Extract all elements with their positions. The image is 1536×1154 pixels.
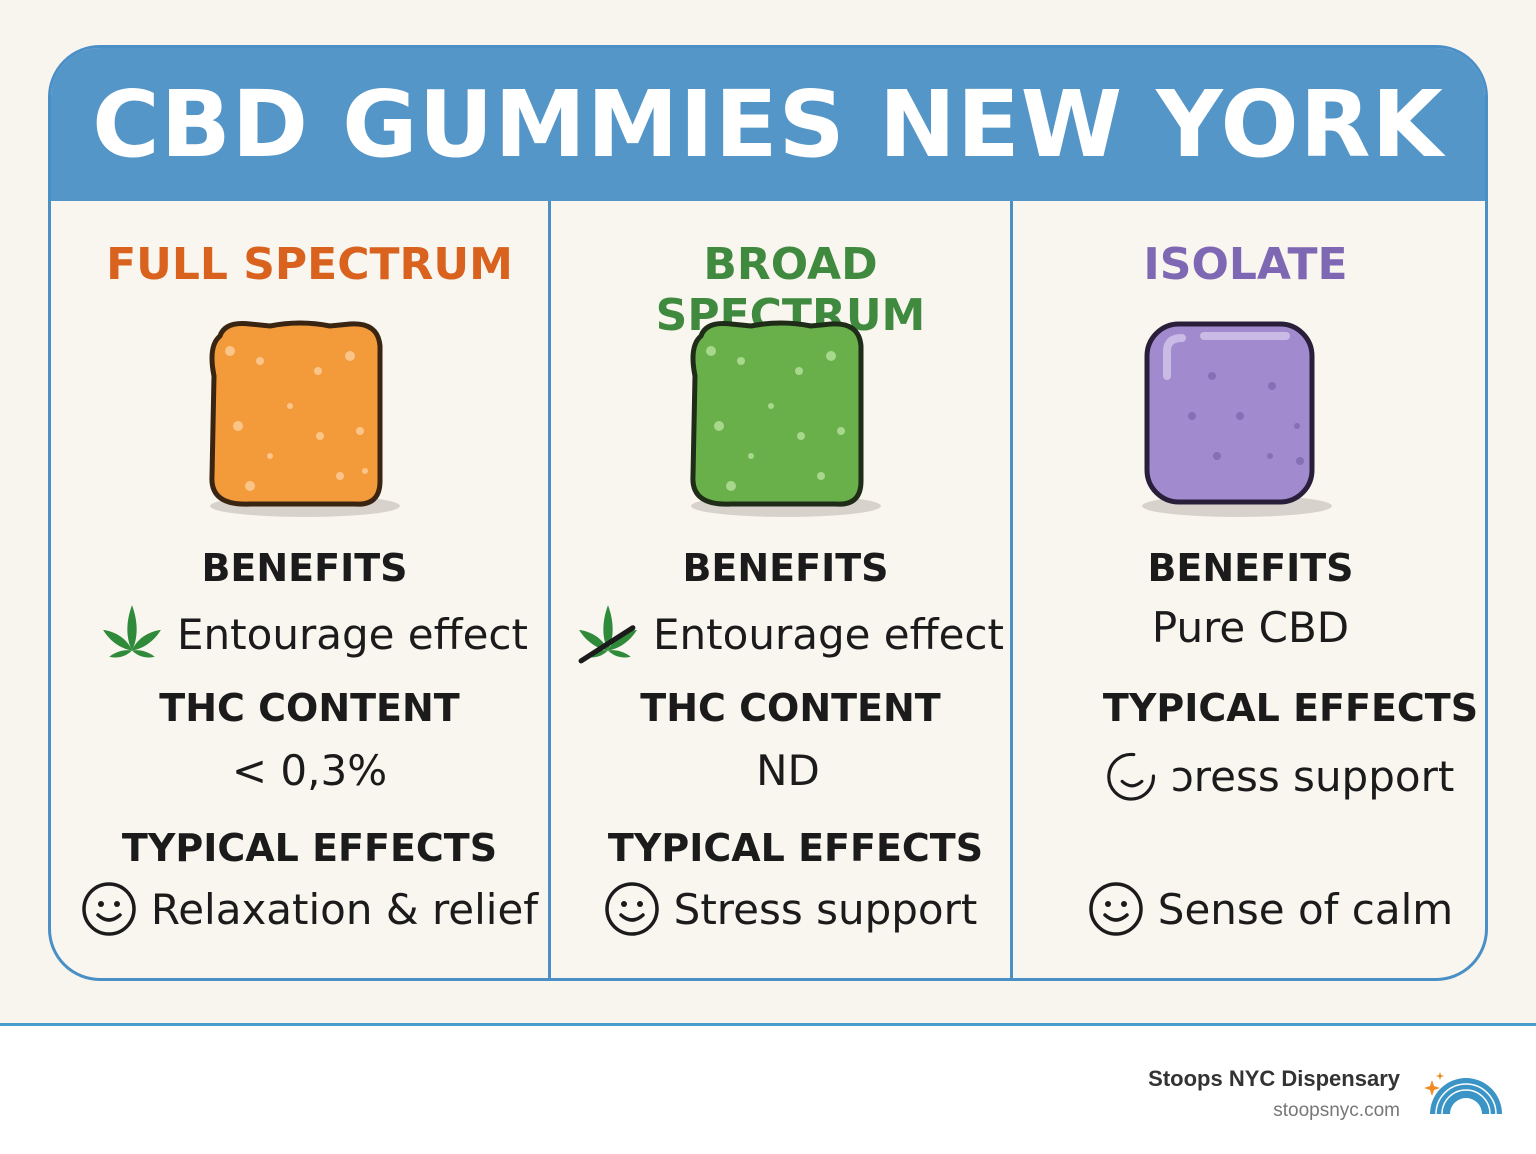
column-isolate: ISOLATE BENEFITS Pure CBD TYPICAL EFFECT…: [1013, 201, 1485, 978]
smiley-icon: [604, 882, 659, 936]
orange-gummy-icon: [208, 320, 400, 517]
effects-heading: TYPICAL EFFECTS: [607, 826, 984, 870]
column-broad-spectrum: BROAD SPECTRUM BENEFITS Entourage effect…: [551, 201, 1010, 978]
column-divider: [548, 201, 551, 978]
effect-row: Relaxation & relief: [71, 881, 548, 937]
thc-value: ND: [756, 746, 820, 795]
effects-heading: TYPICAL EFFECTS: [1102, 686, 1479, 730]
green-gummy-icon: [689, 320, 881, 517]
benefit-row: Entourage effect: [81, 603, 548, 665]
smiley-icon: [82, 882, 136, 936]
footer: Stoops NYC Dispensary stoopsnyc.com: [0, 1026, 1536, 1154]
cannabis-leaf-crossed-icon: [578, 605, 637, 664]
effect-text: Sense of calm: [1157, 884, 1454, 934]
column-title: FULL SPECTRUM: [106, 239, 513, 290]
smiley-icon: [1089, 882, 1143, 936]
column-divider: [1010, 201, 1013, 978]
brand-url[interactable]: stoopsnyc.com: [1273, 1100, 1400, 1121]
effects-heading: TYPICAL EFFECTS: [121, 826, 498, 870]
column-full-spectrum: FULL SPECTRUM BENEFITS Entourage effect …: [51, 201, 548, 978]
column-title: ISOLATE: [1143, 239, 1348, 290]
thc-heading: THC CONTENT: [640, 686, 941, 730]
benefits-heading: BENEFITS: [1147, 546, 1354, 590]
benefits-heading: BENEFITS: [682, 546, 889, 590]
rainbow-logo-icon: [1424, 1072, 1502, 1115]
effect-text: Stress support: [673, 884, 978, 934]
effect-text: Relaxation & relief: [150, 884, 539, 934]
thc-value: < 0,3%: [231, 746, 388, 795]
brand-name: Stoops NYC Dispensary: [1148, 1066, 1400, 1091]
purple-gummy-icon: [1141, 321, 1332, 517]
benefits-heading: BENEFITS: [201, 546, 408, 590]
effect-text: ɔress support: [1170, 751, 1455, 801]
footer-divider: [0, 1023, 1536, 1026]
effect-row: Stress support: [571, 881, 1010, 937]
cannabis-leaf-icon: [103, 605, 161, 658]
thc-heading: THC CONTENT: [159, 686, 460, 730]
header-banner: CBD GUMMIES NEW YORK: [51, 48, 1485, 201]
effect-row: ɔress support: [1073, 751, 1485, 801]
benefit-row: Entourage effect: [571, 603, 1010, 665]
page-title: CBD GUMMIES NEW YORK: [92, 71, 1444, 178]
benefit-text: Pure CBD: [1151, 603, 1350, 652]
effect-row: Sense of calm: [1053, 881, 1485, 937]
partial-smiley-icon: [1106, 752, 1155, 801]
benefit-text: Entourage effect: [177, 609, 528, 659]
comparison-card: CBD GUMMIES NEW YORK FULL SPECTRUM BENEF…: [48, 45, 1488, 981]
benefit-text: Entourage effect: [653, 609, 1004, 659]
